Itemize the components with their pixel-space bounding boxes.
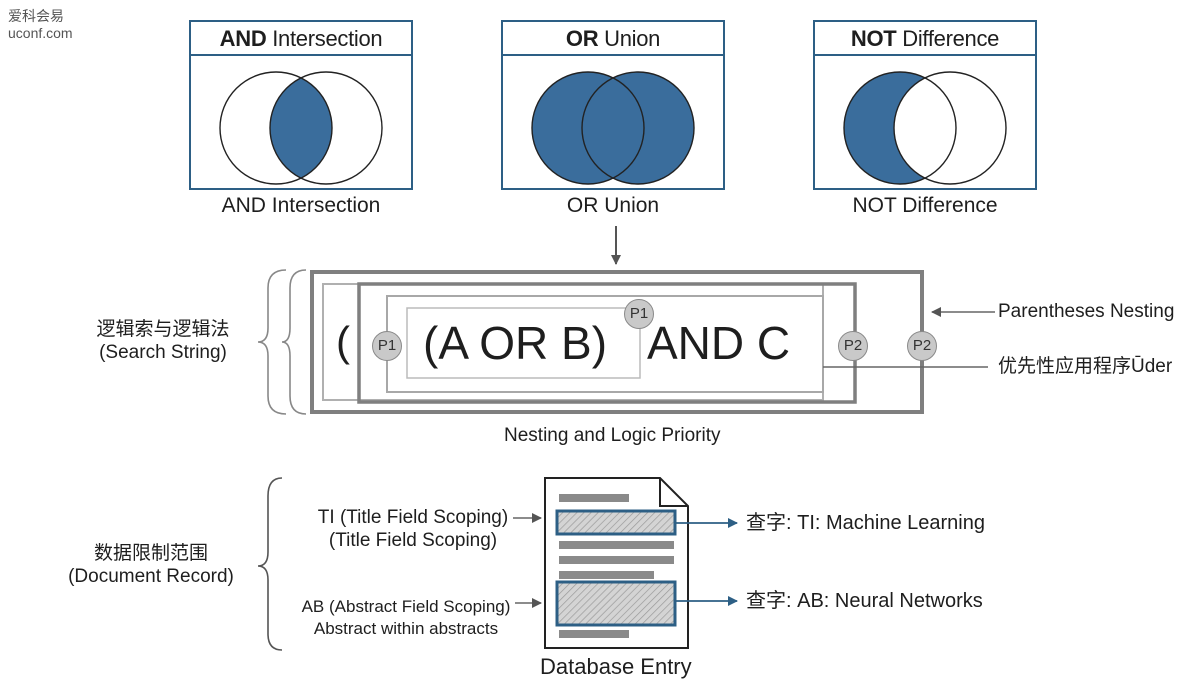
and-right-circle bbox=[269, 71, 383, 185]
ab-label-line-1: AB (Abstract Field Scoping) bbox=[301, 597, 511, 616]
or-panel: OR Union bbox=[501, 20, 725, 190]
ti-label-line-2: (Title Field Scoping) bbox=[328, 530, 498, 551]
inner-expression: (A OR B) bbox=[423, 317, 608, 369]
not-panel: NOT Difference bbox=[813, 20, 1037, 190]
or-caption: OR Union bbox=[566, 194, 660, 217]
not-right-circle bbox=[893, 71, 1007, 185]
and-venn bbox=[219, 71, 383, 185]
database-entry-caption: Database Entry bbox=[540, 654, 692, 679]
and-op-label: AND bbox=[219, 26, 267, 51]
priority-order-label: 优先性应用程序Ūder bbox=[998, 356, 1173, 377]
priority-badge-p1-left: P1 bbox=[372, 331, 402, 361]
not-left-circle bbox=[843, 71, 957, 185]
ti-query-label: 查字: TI: Machine Learning bbox=[746, 512, 985, 534]
not-panel-title: NOT Difference bbox=[815, 22, 1035, 56]
abstract-field-box bbox=[555, 580, 677, 627]
watermark-line-1: 爱科会易 bbox=[8, 8, 64, 24]
and-name-label: Intersection bbox=[272, 26, 383, 51]
title-field-box bbox=[555, 509, 677, 536]
parentheses-nesting-label: Parentheses Nesting bbox=[998, 301, 1175, 322]
watermark: 爱科会易 uconf.com bbox=[8, 8, 73, 42]
priority-badge-p2-mid: P2 bbox=[838, 331, 868, 361]
search-label-cn: 逻辑索与逻辑法 bbox=[96, 319, 230, 340]
ab-query-label: 查字: AB: Neural Networks bbox=[746, 590, 983, 612]
and-panel: AND Intersection bbox=[189, 20, 413, 190]
ab-label-line-2: Abstract within abstracts bbox=[313, 619, 499, 638]
open-paren: ( bbox=[336, 318, 350, 365]
not-op-label: NOT bbox=[850, 26, 897, 51]
doc-line bbox=[559, 571, 654, 579]
not-venn bbox=[843, 71, 1007, 185]
priority-badge-p1-top: P1 bbox=[624, 299, 654, 329]
doc-line bbox=[559, 556, 674, 564]
or-venn bbox=[531, 71, 695, 185]
and-left-circle bbox=[219, 71, 333, 185]
document-fold-icon bbox=[659, 478, 688, 507]
document-brace-icon bbox=[257, 477, 283, 651]
or-right-circle bbox=[581, 71, 695, 185]
and-intersection-fill bbox=[270, 72, 332, 184]
document-label-en: (Document Record) bbox=[68, 566, 234, 587]
or-op-label: OR bbox=[565, 26, 599, 51]
document-label-cn: 数据限制范围 bbox=[93, 543, 208, 564]
and-caption: AND Intersection bbox=[221, 194, 381, 217]
or-panel-title: OR Union bbox=[503, 22, 723, 56]
and-panel-title: AND Intersection bbox=[191, 22, 411, 56]
doc-line bbox=[559, 494, 629, 502]
nesting-caption: Nesting and Logic Priority bbox=[504, 425, 721, 446]
abstract-field-label: AB (Abstract Field Scoping) Abstract wit… bbox=[288, 596, 524, 640]
or-left-circle bbox=[531, 71, 645, 185]
search-label-en: (Search String) bbox=[99, 342, 227, 363]
or-name-label: Union bbox=[604, 26, 661, 51]
and-c-expression: AND C bbox=[647, 317, 791, 369]
doc-line bbox=[559, 630, 629, 638]
document-record-label: 数据限制范围 (Document Record) bbox=[40, 542, 262, 588]
not-caption: NOT Difference bbox=[852, 194, 998, 217]
search-string-label: 逻辑索与逻辑法 (Search String) bbox=[60, 318, 266, 364]
inner-paren-box bbox=[406, 307, 641, 379]
or-right-fill bbox=[582, 72, 694, 184]
priority-badge-p2-right: P2 bbox=[907, 331, 937, 361]
doc-line bbox=[559, 541, 674, 549]
not-name-label: Difference bbox=[902, 26, 1000, 51]
search-brace-inner-icon bbox=[281, 269, 307, 415]
ti-label-line-1: TI (Title Field Scoping) bbox=[317, 507, 509, 528]
search-brace-outer-icon bbox=[257, 269, 287, 415]
watermark-line-2: uconf.com bbox=[8, 25, 73, 41]
title-field-label: TI (Title Field Scoping) (Title Field Sc… bbox=[296, 506, 530, 552]
not-right-mask bbox=[894, 72, 1006, 184]
